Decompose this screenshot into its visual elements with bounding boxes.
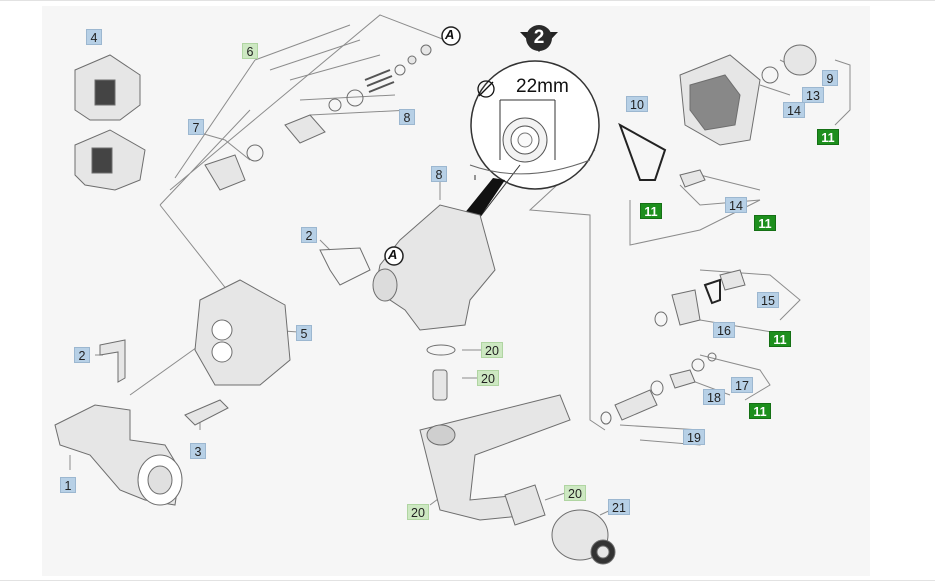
view-number-badge: 2 xyxy=(526,25,552,51)
part-spring xyxy=(364,69,395,93)
detail-circle-view xyxy=(455,60,600,232)
part-valve-19 xyxy=(614,389,658,421)
callout-16: 16 xyxy=(713,322,735,338)
part-valve-16 xyxy=(671,289,701,326)
callout-2-center: 2 xyxy=(301,227,317,243)
part-valve xyxy=(284,114,326,144)
callout-14-top: 14 xyxy=(783,102,805,118)
callout-11-spring: 11 xyxy=(754,215,776,231)
leader-20d xyxy=(544,492,566,501)
part-2-clip-center xyxy=(319,247,371,286)
callout-11-bottom: 11 xyxy=(749,403,771,419)
callout-21: 21 xyxy=(608,499,630,515)
callout-2-left: 2 xyxy=(74,347,90,363)
part-hose-assembly xyxy=(419,394,571,521)
callout-19: 19 xyxy=(683,429,705,445)
callout-4: 4 xyxy=(86,29,102,45)
part-seal-15 xyxy=(703,278,721,305)
part-2-clip-left xyxy=(99,339,126,383)
callout-8-center: 8 xyxy=(431,166,447,182)
part-7-fitting xyxy=(204,154,246,191)
detail-ref-letter-a-center: A xyxy=(388,247,398,262)
part-check-valve-20 xyxy=(432,369,448,401)
callout-20-oring: 20 xyxy=(481,342,503,358)
part-10-seal xyxy=(618,122,667,181)
leader-right-tree xyxy=(528,149,761,431)
callout-17: 17 xyxy=(731,377,753,393)
callout-13: 13 xyxy=(802,87,824,103)
detail-ref-letter-a-top: A xyxy=(445,27,455,42)
callout-1: 1 xyxy=(60,477,76,493)
part-threaded-nipple xyxy=(504,484,546,526)
callout-10: 10 xyxy=(626,96,648,112)
part-9-nut xyxy=(783,44,817,76)
detail-dimension-label: 22mm xyxy=(516,76,569,97)
callout-6: 6 xyxy=(242,43,258,59)
leader-6 xyxy=(159,14,446,301)
callout-15: 15 xyxy=(757,292,779,308)
part-spring-17 xyxy=(669,369,696,389)
leader-group-6 xyxy=(254,24,411,116)
leader-2b xyxy=(319,239,331,251)
leader-5-link xyxy=(129,344,201,396)
callout-7: 7 xyxy=(188,119,204,135)
part-spring-15 xyxy=(719,269,746,291)
part-3-bolt xyxy=(184,399,229,426)
callout-11-top: 11 xyxy=(817,129,839,145)
callout-9: 9 xyxy=(822,70,838,86)
callout-18: 18 xyxy=(703,389,725,405)
part-spring-14 xyxy=(679,169,706,188)
callout-8-top: 8 xyxy=(399,109,415,125)
callout-14-mid: 14 xyxy=(725,197,747,213)
part-oring-20 xyxy=(426,344,456,356)
callout-20-nipple: 20 xyxy=(564,485,586,501)
callout-5: 5 xyxy=(296,325,312,341)
callout-20-valve: 20 xyxy=(477,370,499,386)
callout-3: 3 xyxy=(190,443,206,459)
callout-11-seal: 11 xyxy=(640,203,662,219)
callout-11-valve: 11 xyxy=(769,331,791,347)
callout-20-hose: 20 xyxy=(407,504,429,520)
